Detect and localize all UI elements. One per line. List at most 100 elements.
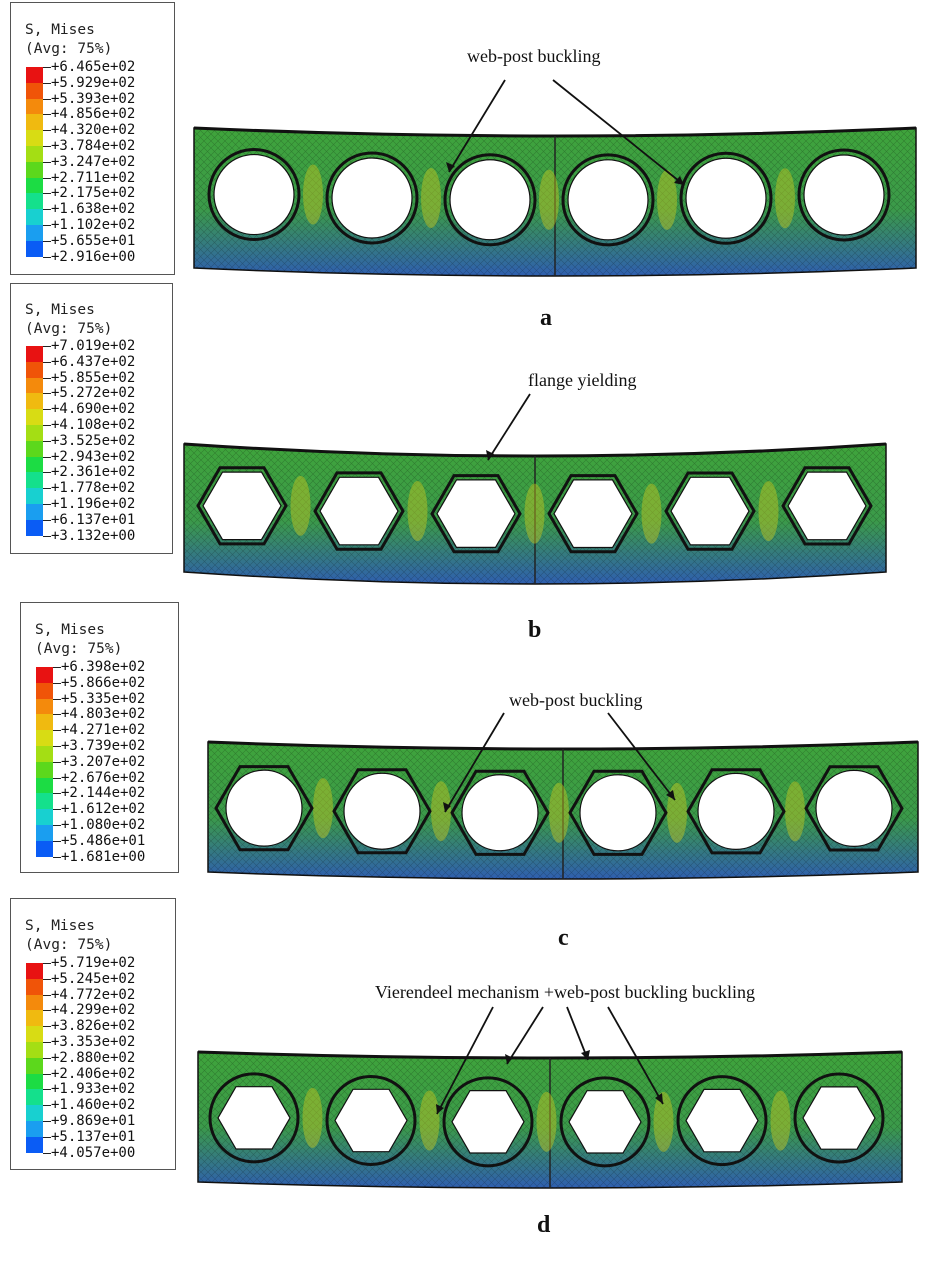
hole-ring	[686, 768, 786, 855]
arrow-b	[487, 393, 531, 461]
legend-swatch	[26, 504, 43, 520]
stress-zone	[302, 1087, 323, 1148]
legend-value: +5.335e+02	[61, 690, 146, 707]
web-opening	[697, 772, 775, 850]
legend-swatch	[26, 98, 43, 115]
hole-ring	[793, 1072, 885, 1164]
legend-tick	[53, 840, 61, 842]
legend-value: +2.676e+02	[61, 769, 146, 786]
legend-value: +7.019e+02	[51, 338, 136, 354]
legend-tick	[43, 1089, 51, 1091]
legend-swatch	[26, 82, 43, 99]
top-flange	[183, 442, 887, 458]
legend-swatch	[26, 67, 43, 83]
web-opening	[685, 157, 767, 239]
legend-tick	[43, 225, 51, 226]
arrowhead-d-2	[505, 1054, 513, 1064]
panel-letter-c: c	[558, 925, 569, 951]
legend-swatch	[26, 456, 43, 473]
stress-zone	[770, 1090, 791, 1151]
legend-tick	[43, 978, 51, 980]
legend-swatch	[26, 519, 43, 536]
legend-swatch	[36, 793, 53, 810]
legend-swatch	[36, 667, 53, 683]
hole-ring	[208, 1072, 300, 1164]
annotation-d: Vierendeel mechanism +web-post buckling …	[375, 982, 755, 1002]
legend-swatch	[26, 994, 43, 1011]
legend-tick	[43, 346, 51, 347]
beam-d	[197, 1050, 903, 1189]
legend-tick	[43, 1105, 51, 1107]
legend-a: S, Mises (Avg: 75%) +6.465e+02+5.929e+02…	[10, 2, 175, 275]
legend-value: +3.132e+00	[51, 527, 136, 544]
stress-zone	[419, 1090, 440, 1151]
web-opening	[451, 1089, 525, 1154]
web-opening	[567, 159, 649, 241]
legend-value: +6.137e+01	[51, 511, 136, 528]
legend-swatch	[26, 1121, 43, 1137]
legend-tick	[43, 130, 51, 132]
legend-tick	[43, 1026, 51, 1028]
web-opening	[579, 774, 657, 852]
legend-tick	[53, 730, 61, 732]
web-opening	[225, 769, 303, 847]
legend-swatch	[36, 777, 53, 794]
stress-zone	[758, 481, 779, 542]
legend-tick	[43, 256, 51, 258]
legend-tick	[43, 114, 51, 116]
hole-ring	[804, 765, 904, 852]
legend-b: S, Mises (Avg: 75%) +7.019e+02+6.437e+02…	[10, 283, 173, 554]
legend-tick	[43, 994, 51, 996]
hole-ring	[781, 466, 873, 546]
legend-tick	[43, 161, 51, 163]
hole-ring	[325, 1074, 417, 1166]
legend-value: +3.826e+02	[51, 1018, 136, 1035]
annotation-a: web-post buckling	[467, 46, 601, 66]
annotation-arrows-a	[446, 79, 685, 186]
legend-title-c: S, Mises (Avg: 75%)	[35, 622, 123, 657]
web-opening	[213, 153, 295, 236]
legend-tick	[53, 761, 61, 763]
legend-value: +1.080e+02	[61, 817, 146, 833]
beam-c	[207, 740, 919, 880]
legend-value: +1.102e+02	[51, 217, 136, 233]
arrowhead-d-1	[436, 1104, 444, 1114]
hole-ring	[450, 769, 550, 856]
legend-tick	[53, 698, 61, 700]
panel-letter-b: b	[528, 617, 542, 643]
legend-value: +6.465e+02	[51, 59, 136, 75]
legend-tick	[43, 488, 51, 490]
legend-swatch	[26, 130, 43, 146]
web-opening	[343, 772, 421, 850]
panel-d: S, Mises (Avg: 75%) +5.719e+02+5.245e+02…	[0, 896, 946, 1263]
panel-b: S, Mises (Avg: 75%) +7.019e+02+6.437e+02…	[0, 282, 946, 643]
stress-zone	[407, 481, 428, 542]
beam-b	[183, 442, 887, 585]
legend-tick	[43, 963, 51, 964]
legend-value: +9.869e+01	[51, 1113, 136, 1129]
legend-swatch	[26, 1042, 43, 1058]
legend-value: +3.739e+02	[61, 738, 146, 754]
legend-tick	[53, 667, 61, 668]
legend-value: +4.057e+00	[51, 1144, 136, 1161]
legend-value: +5.393e+02	[51, 90, 136, 107]
legend-value: +3.525e+02	[51, 432, 136, 449]
legend-tick	[43, 393, 51, 395]
annotation-c: web-post buckling	[509, 690, 643, 710]
annotation-arrows-c	[443, 712, 676, 813]
stress-zone	[653, 1091, 674, 1152]
legend-c: S, Mises (Avg: 75%) +6.398e+02+5.866e+02…	[20, 602, 179, 873]
legend-value: +4.108e+02	[51, 417, 136, 433]
legend-value: +1.612e+02	[61, 801, 146, 818]
hole-ring	[679, 151, 773, 245]
legend-tick	[43, 1136, 51, 1138]
web-opening	[331, 157, 413, 239]
legend-value: +6.398e+02	[61, 659, 146, 675]
legend-value: +3.353e+02	[51, 1034, 136, 1050]
legend-tick	[43, 440, 51, 442]
hole-ring	[568, 769, 668, 856]
web-opening	[461, 774, 539, 852]
hole-ring	[196, 466, 288, 546]
legend-tick	[43, 240, 51, 242]
hole-ring	[561, 153, 655, 247]
